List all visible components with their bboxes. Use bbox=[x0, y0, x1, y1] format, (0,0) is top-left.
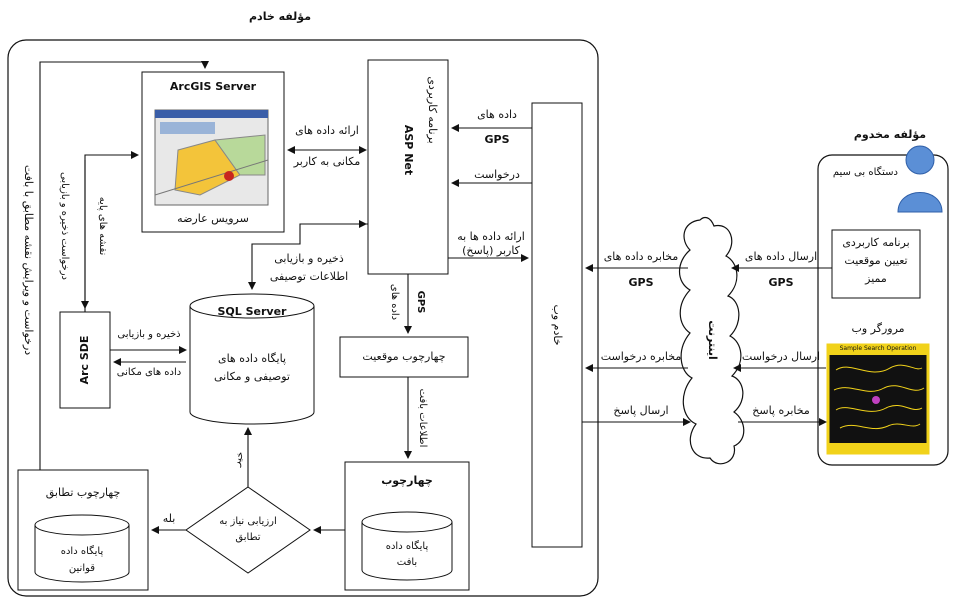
arrow-sde-to-arcgis bbox=[84, 151, 139, 312]
label-gps-data-abbr: GPS bbox=[484, 133, 510, 146]
label-send-gps-2: GPS bbox=[768, 276, 794, 289]
arcsde-box bbox=[59, 311, 111, 409]
label-gps-comm-1: مخابره داده های bbox=[603, 250, 679, 263]
label-request-comm: مخابره درخواست bbox=[600, 350, 682, 363]
sql-server-cylinder bbox=[189, 293, 315, 425]
client-app-line3: ممیز bbox=[865, 272, 887, 285]
label-left-vertical: درخواست و ویرایش نقشه مطابق با بافت bbox=[22, 164, 35, 356]
label-send-response: ارسال پاسخ bbox=[613, 404, 669, 417]
device-label: دستگاه بی سیم bbox=[832, 167, 898, 178]
aspnet-title: ASP Net bbox=[402, 124, 415, 176]
client-app-line1: برنامه کاربردی bbox=[842, 236, 910, 249]
client-side-panel bbox=[817, 154, 949, 466]
arcgis-map-thumbnail bbox=[154, 109, 269, 206]
aspnet-box bbox=[367, 59, 449, 275]
sql-line2: توصیفی و مکانی bbox=[214, 370, 290, 383]
label-gps-down-2: GPS bbox=[415, 290, 426, 314]
arrow-compliance-loop bbox=[39, 61, 209, 470]
label-gps-comm-2: GPS bbox=[628, 276, 654, 289]
client-app-line2: تعیین موقعیت bbox=[844, 254, 908, 267]
arcgis-title: ArcGIS Server bbox=[169, 80, 257, 93]
label-context-info: اطلاعات بافت bbox=[417, 388, 428, 448]
framework-db-line1: پایگاه داده bbox=[385, 541, 429, 552]
compliance-db-line2: قوانین bbox=[68, 563, 96, 574]
arcgis-caption: سرویس عارضه bbox=[177, 212, 249, 225]
aspnet-subtitle: برنامه کاربردی bbox=[426, 76, 439, 144]
client-app-box bbox=[831, 229, 921, 299]
server-side-panel bbox=[7, 39, 599, 597]
context-db-cylinder bbox=[361, 511, 453, 581]
sql-title: SQL Server bbox=[217, 305, 287, 318]
decision-diamond bbox=[185, 486, 311, 574]
label-send-request: ارسال درخواست bbox=[741, 350, 821, 363]
label-request: درخواست bbox=[474, 168, 520, 181]
label-gps-data: داده های bbox=[477, 108, 517, 121]
rules-db-cylinder bbox=[34, 514, 130, 583]
label-present-spatial-1: ارائه داده های bbox=[295, 124, 359, 137]
label-store-spatial-1: ذخیره و بازیابی bbox=[117, 329, 181, 340]
browser-caption: Sample Search Operation bbox=[839, 345, 917, 352]
browser-label: مرورگر وب bbox=[851, 322, 905, 335]
decision-line1: ارزیابی نیاز به bbox=[219, 516, 277, 527]
label-response-comm: مخابره پاسخ bbox=[752, 404, 810, 417]
label-gps-down-1: داده های bbox=[389, 283, 400, 321]
compliance-db-line1: پایگاه داده bbox=[60, 546, 104, 557]
server-side-title: مؤلفه خادم bbox=[248, 10, 312, 23]
label-send-gps-1: ارسال داده های bbox=[744, 250, 818, 263]
webserver-label: خادم وب bbox=[551, 304, 564, 346]
label-inner-vertical: درخواست ذخیره و بازیابی bbox=[59, 172, 70, 280]
label-inner-vertical-2: نقشه های پایه bbox=[97, 196, 108, 256]
arcsde-label: Arc SDE bbox=[78, 335, 91, 385]
location-framework-label: چهارچوب موقعیت bbox=[362, 350, 446, 363]
client-side-title: مؤلفه مخدوم bbox=[853, 128, 927, 141]
webserver-box bbox=[531, 102, 583, 548]
user-icon bbox=[897, 145, 943, 213]
framework-db-line2: بافت bbox=[396, 557, 418, 568]
label-store-spatial-2: داده های مکانی bbox=[116, 367, 182, 378]
decision-line2: تطابق bbox=[235, 532, 261, 543]
browser-map-thumbnail bbox=[826, 343, 930, 455]
label-present-spatial-2: مکانی به کاربر bbox=[293, 155, 361, 168]
label-present-to-user-2: کاربر (پاسخ) bbox=[462, 244, 520, 257]
label-yes: بله bbox=[162, 512, 176, 525]
label-store-desc-2: اطلاعات توصیفی bbox=[269, 270, 349, 283]
location-framework-box bbox=[339, 336, 469, 378]
sql-line1: پایگاه داده های bbox=[217, 352, 287, 365]
compliance-title: چهارچوب تطابق bbox=[45, 486, 121, 499]
label-present-to-user-1: ارائه داده ها به bbox=[457, 230, 525, 243]
internet-label: اینترنت bbox=[706, 320, 719, 360]
label-store-desc-1: ذخیره و بازیابی bbox=[274, 252, 344, 265]
framework-title: چهارچوب bbox=[381, 474, 433, 487]
